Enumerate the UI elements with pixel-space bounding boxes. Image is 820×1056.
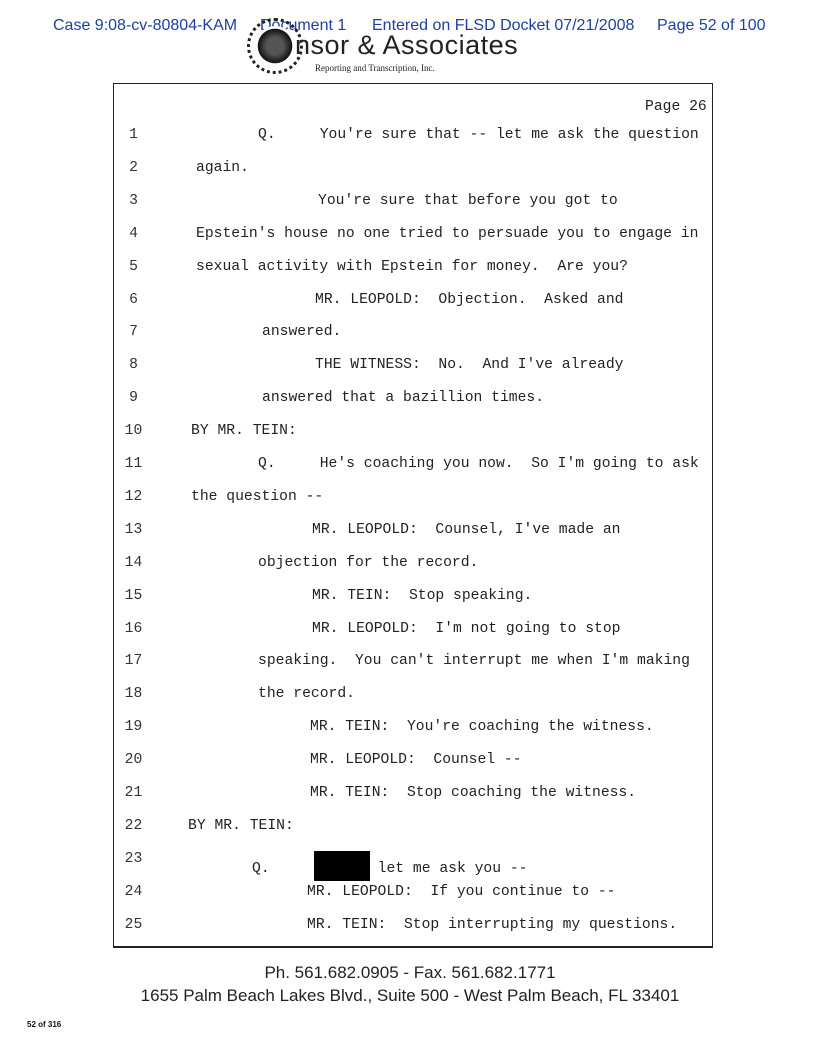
- transcript-line: again.: [196, 160, 249, 176]
- line-text: the question --: [191, 488, 324, 505]
- transcript-line: MR. LEOPOLD: Objection. Asked and: [315, 292, 624, 308]
- transcript-page-frame: [113, 83, 713, 948]
- line-text: Q.: [252, 860, 270, 877]
- transcript-line: MR. TEIN: You're coaching the witness.: [310, 719, 654, 735]
- transcript-line: Q. let me ask you --: [252, 850, 528, 881]
- line-number: 11: [124, 456, 143, 472]
- transcript-line: MR. LEOPOLD: If you continue to --: [307, 884, 616, 900]
- line-number: 16: [124, 620, 143, 637]
- transcript-line: BY MR. TEIN:: [191, 423, 297, 439]
- line-number: 25: [124, 916, 143, 933]
- line-text: MR. TEIN: Stop speaking.: [312, 587, 533, 604]
- line-text: BY MR. TEIN:: [191, 423, 297, 440]
- line-text: BY MR. TEIN:: [188, 817, 294, 834]
- line-text: MR. TEIN: Stop interrupting my questions…: [307, 916, 678, 933]
- transcript-line: MR. TEIN: Stop coaching the witness.: [310, 785, 636, 801]
- line-number: 12: [124, 488, 143, 505]
- line-text: speaking. You can't interrupt me when I'…: [258, 653, 690, 670]
- line-text: You're sure that before you got to: [318, 192, 618, 209]
- line-number: 19: [124, 719, 143, 736]
- transcript-line: answered that a bazillion times.: [262, 390, 544, 406]
- line-number: 13: [124, 521, 143, 538]
- line-number: 14: [124, 554, 143, 571]
- transcript-line: MR. LEOPOLD: Counsel --: [310, 752, 522, 768]
- line-number: 18: [124, 686, 143, 703]
- transcript-line: BY MR. TEIN:: [188, 818, 294, 834]
- line-text: Q. He's coaching you now. So I'm going t…: [258, 456, 699, 472]
- line-text: sexual activity with Epstein for money. …: [196, 258, 628, 275]
- footer-address: 1655 Palm Beach Lakes Blvd., Suite 500 -…: [140, 986, 680, 1005]
- line-number: 2: [129, 159, 138, 176]
- transcript-line: sexual activity with Epstein for money. …: [196, 259, 628, 275]
- line-number: 1: [129, 127, 138, 143]
- transcript-line: MR. LEOPOLD: Counsel, I've made an: [312, 522, 621, 538]
- page-of-total: Page 52 of 100: [657, 17, 766, 34]
- transcript-line: the question --: [191, 489, 323, 505]
- line-number: 23: [124, 850, 143, 867]
- redaction-block: [313, 850, 370, 881]
- line-text: MR. TEIN: You're coaching the witness.: [310, 719, 654, 736]
- line-number: 3: [129, 192, 138, 209]
- line-text: MR. LEOPOLD: If you continue to --: [307, 883, 616, 900]
- transcript-line: Q. He's coaching you now. So I'm going t…: [258, 456, 699, 472]
- line-text: answered that a bazillion times.: [262, 390, 545, 407]
- line-number: 21: [124, 785, 143, 801]
- transcript-line: MR. TEIN: Stop speaking.: [312, 588, 532, 604]
- line-text: again.: [196, 159, 249, 176]
- line-number: 6: [129, 291, 138, 308]
- line-text: answered.: [262, 324, 342, 341]
- line-number: 5: [129, 258, 138, 275]
- transcript-line: answered.: [262, 324, 341, 340]
- line-number: 8: [129, 357, 138, 374]
- transcript-line: objection for the record.: [258, 555, 478, 571]
- case-number: Case 9:08-cv-80804-KAM: [53, 17, 238, 34]
- line-number: 17: [124, 653, 143, 670]
- line-number: 22: [124, 817, 143, 834]
- line-number: 7: [129, 324, 138, 341]
- pdf-page-count: 52 of 316: [27, 1020, 62, 1029]
- line-number: 9: [129, 390, 138, 407]
- transcript-line: MR. TEIN: Stop interrupting my questions…: [307, 917, 677, 933]
- line-text: Epstein's house no one tried to persuade…: [196, 225, 699, 242]
- line-text: MR. LEOPOLD: I'm not going to stop: [312, 620, 621, 637]
- transcript-page-label: Page 26: [645, 99, 707, 115]
- transcript-line: Epstein's house no one tried to persuade…: [196, 226, 698, 242]
- line-text: MR. LEOPOLD: Objection. Asked and: [315, 291, 624, 308]
- footer-phone: Ph. 561.682.0905 - Fax. 561.682.1771: [264, 963, 556, 982]
- line-text: THE WITNESS: No. And I've already: [315, 357, 624, 374]
- line-text: MR. LEOPOLD: Counsel, I've made an: [312, 521, 621, 538]
- transcript-line: speaking. You can't interrupt me when I'…: [258, 653, 690, 669]
- docket-entry: Entered on FLSD Docket 07/21/2008: [372, 17, 635, 34]
- line-number: 15: [124, 587, 143, 604]
- reporter-logo: nsor & Associates Reporting and Transcri…: [247, 18, 550, 78]
- transcript-line: THE WITNESS: No. And I've already: [315, 357, 624, 373]
- line-number: 10: [124, 423, 143, 440]
- transcript-line: You're sure that before you got to: [318, 193, 618, 209]
- line-number: 4: [129, 225, 138, 242]
- line-number: 20: [124, 752, 143, 769]
- line-text: MR. LEOPOLD: Counsel --: [310, 752, 522, 769]
- logo-name: nsor & Associates: [295, 30, 519, 60]
- line-number: 24: [124, 883, 143, 900]
- sun-logo-icon: [247, 18, 303, 74]
- line-text-after-redaction: let me ask you --: [377, 860, 528, 877]
- logo-subtitle: Reporting and Transcription, Inc.: [315, 63, 435, 73]
- line-text: objection for the record.: [258, 554, 479, 571]
- transcript-line: the record.: [258, 686, 355, 702]
- line-text: MR. TEIN: Stop coaching the witness.: [310, 785, 637, 801]
- line-text: Q. You're sure that -- let me ask the qu…: [258, 127, 699, 143]
- transcript-line: Q. You're sure that -- let me ask the qu…: [258, 127, 699, 143]
- transcript-line: MR. LEOPOLD: I'm not going to stop: [312, 621, 621, 637]
- line-text: the record.: [258, 686, 355, 703]
